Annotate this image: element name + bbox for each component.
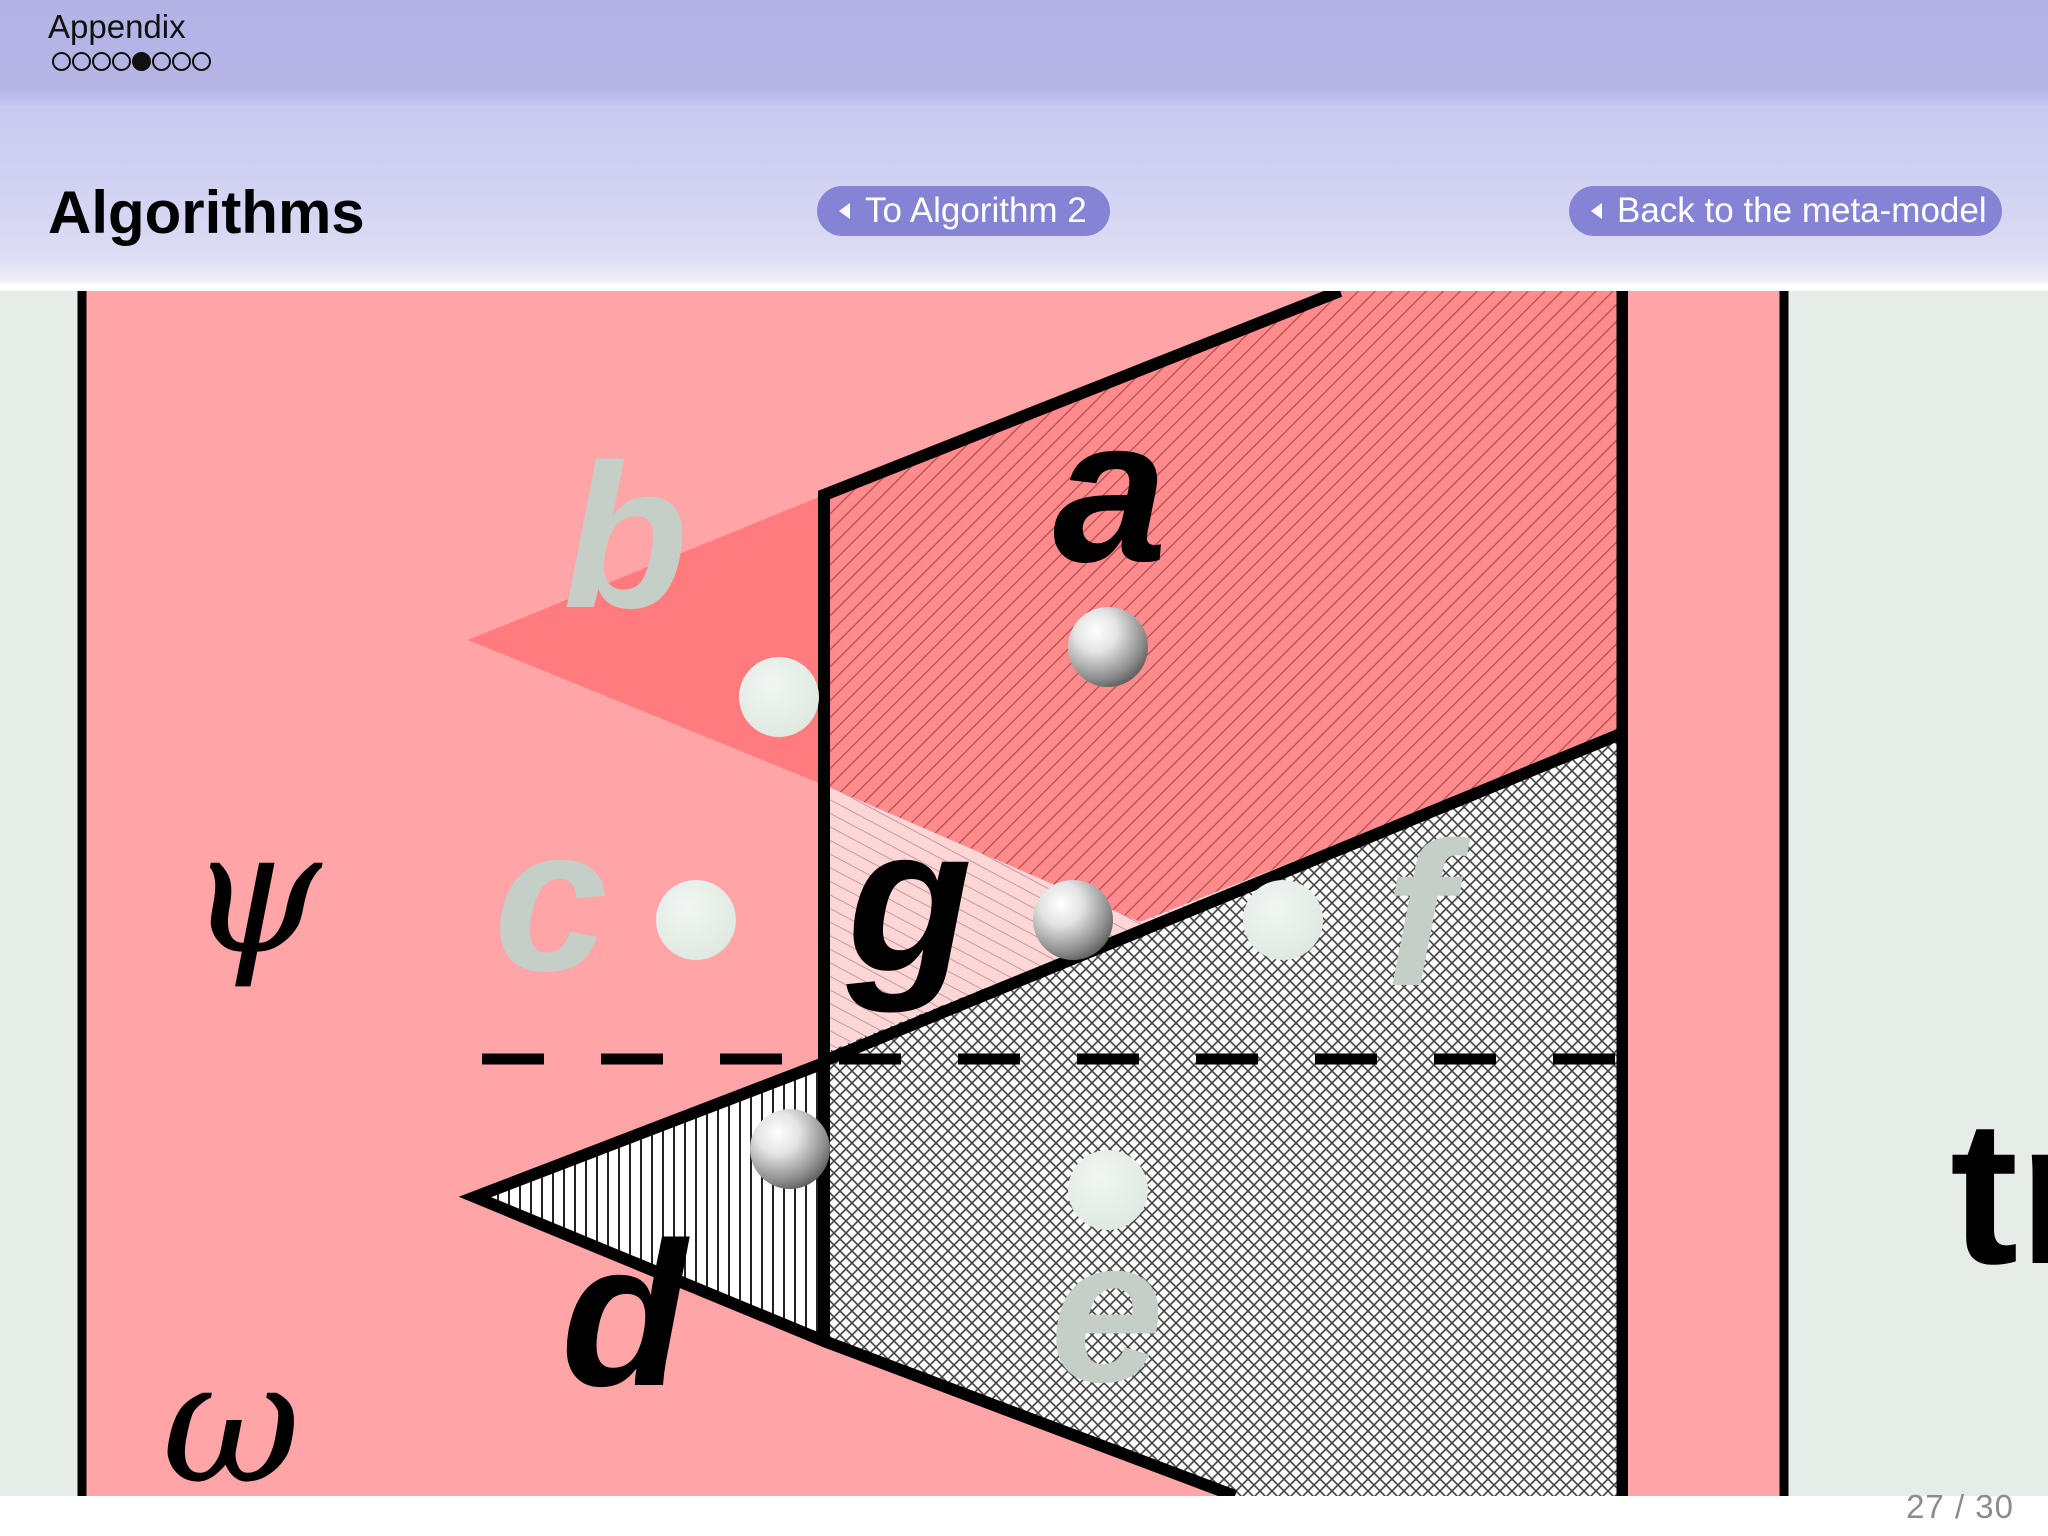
sphere-icon [1068, 607, 1148, 687]
region-d [475, 1063, 824, 1341]
sphere-icon [1243, 880, 1323, 960]
frame-title: Algorithms [48, 179, 365, 246]
region-e [824, 731, 1623, 1496]
sphere-icon [739, 657, 819, 737]
triangle-left-icon [839, 203, 850, 219]
sphere-icon [1068, 1150, 1148, 1230]
psi-symbol: ψ [188, 794, 323, 992]
section-name[interactable]: Appendix [48, 8, 186, 45]
back-to-meta-model-label: Back to the meta-model [1617, 191, 1987, 230]
nav-dot[interactable] [52, 52, 71, 71]
sphere-icon [1033, 880, 1113, 960]
back-to-meta-model-button[interactable]: Back to the meta-model [1569, 186, 2002, 236]
sphere-icon [656, 880, 736, 960]
nav-dot[interactable] [92, 52, 111, 71]
nav-dot[interactable] [152, 52, 171, 71]
nav-dot[interactable] [112, 52, 131, 71]
page-number: 27 / 30 [1906, 1488, 2014, 1525]
nav-dot[interactable] [72, 52, 91, 71]
label-b: b [563, 422, 688, 651]
omega-symbol: ω [162, 1324, 301, 1496]
header-bar: Appendix [0, 0, 2048, 105]
region-b-wedge [468, 495, 824, 785]
boundary-line [458, 1057, 1238, 1496]
label-a: a [1053, 376, 1167, 605]
slide-navigation-dots [52, 52, 211, 71]
to-algorithm-2-label: To Algorithm 2 [865, 191, 1087, 230]
label-c: c [494, 785, 608, 1014]
to-algorithm-2-button[interactable]: To Algorithm 2 [817, 186, 1110, 236]
diagram-svg: a b c d e f g ψ ω tr [0, 291, 2048, 1496]
nav-dot[interactable] [172, 52, 191, 71]
label-d: d [561, 1200, 690, 1429]
label-e: e [1050, 1196, 1164, 1425]
triangle-left-icon [1591, 203, 1602, 219]
nav-dot[interactable] [192, 52, 211, 71]
region-a [824, 291, 1623, 922]
sphere-icon [750, 1109, 830, 1189]
boundary-line [821, 727, 1626, 1067]
label-g: g [846, 785, 972, 1014]
diagram-figure: a b c d e f g ψ ω tr [0, 291, 2048, 1496]
cut-off-text: tr [1950, 1078, 2048, 1307]
nav-dot-current[interactable] [132, 52, 151, 71]
